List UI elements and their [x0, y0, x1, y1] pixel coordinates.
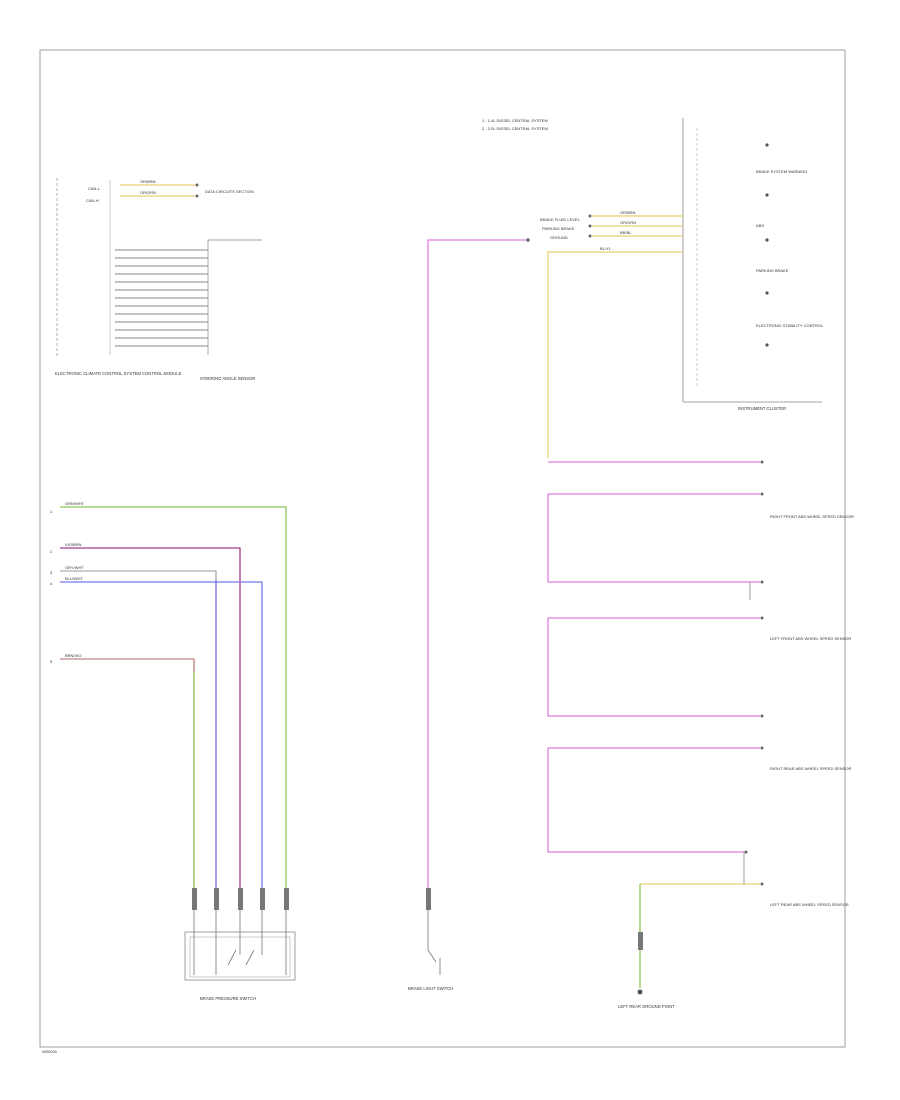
left-pin-2: 2: [50, 549, 53, 554]
steering-bus: [115, 249, 208, 347]
ecm-wire-1-label: OR/BRN: [140, 179, 156, 184]
cluster-item-3: PARKING BRAKE: [756, 268, 789, 273]
wheel-sensor-lr-label: LEFT REAR ABS WHEEL SPEED SENSOR: [770, 902, 849, 907]
cluster-wire-4: BL/YL: [600, 246, 612, 251]
cluster-item-1: BRAKE SYSTEM WARNING: [756, 169, 807, 174]
wheel-sensor-wiring: [547, 461, 760, 932]
ecm-wire-2-label: OR/GRN: [140, 190, 156, 195]
left-pin-4: 4: [50, 581, 53, 586]
brake-light-switch-label: BRAKE LIGHT SWITCH: [408, 986, 453, 991]
left-wire-label-2: VIO/BRN: [65, 542, 82, 547]
left-wire-label-5: BRN/VIO: [65, 653, 81, 658]
wheel-sensor-rf-label: RIGHT FRONT ABS WHEEL SPEED SENSOR: [770, 514, 854, 519]
cluster-input-3: GROUND: [550, 235, 568, 240]
upper-left-module: CAN-L CAN-H OR/BRN OR/GRN DATA CIRCUITS …: [55, 178, 262, 381]
cluster-item-2: ABS: [756, 223, 764, 228]
ecm-destination: DATA CIRCUITS SECTION: [205, 189, 254, 194]
ecm-pin-2: CAN-H: [86, 198, 99, 203]
wheel-sensor-labels: RIGHT FRONT ABS WHEEL SPEED SENSOR LEFT …: [743, 460, 854, 907]
left-wire-label-1: GRN/WHT: [65, 501, 85, 506]
wire-purple: [60, 547, 241, 888]
left-rear-ground-label: LEFT REAR GROUND POINT: [618, 1004, 675, 1009]
brake-pressure-switch-label: BRAKE PRESSURE SWITCH: [200, 996, 256, 1001]
left-wire-label-3: GRY/WHT: [65, 565, 84, 570]
left-rear-ground: LEFT REAR GROUND POINT: [618, 932, 675, 1009]
left-pin-5: 5: [50, 659, 53, 664]
cluster-wire-2: OR/GRN: [620, 220, 636, 225]
note-line-1: 1 - 1.4L DIESEL CENTRAL SYSTEM: [482, 118, 548, 123]
left-wire-label-4: BLU/WHT: [65, 576, 84, 581]
wire-gray: [60, 570, 217, 888]
left-wire-group: 1 2 3 4 5 GRN/WHT VIO/BRN GRY/WHT BLU/WH…: [50, 501, 287, 888]
left-connectors: [192, 888, 289, 910]
ecm-module-label: ELECTRONIC CLIMATE CONTROL SYSTEM CONTRO…: [55, 371, 182, 376]
cluster-wire-1: OR/BRN: [620, 210, 636, 215]
wheel-sensor-lf-label: LEFT FRONT ABS WHEEL SPEED SENSOR: [770, 636, 851, 641]
left-pin-3: 3: [50, 570, 53, 575]
brake-pressure-switch: BRAKE PRESSURE SWITCH: [184, 910, 296, 1001]
footer-code: W00000: [42, 1049, 58, 1054]
instrument-cluster: 1 - 1.4L DIESEL CENTRAL SYSTEM 2 - 2.0L …: [482, 118, 824, 458]
wire-brown: [60, 658, 195, 888]
cluster-label: INSTRUMENT CLUSTER: [738, 406, 786, 411]
wire-green: [60, 506, 287, 888]
cluster-input-1: BRAKE FLUID LEVEL: [540, 217, 581, 222]
cluster-item-4: ELECTRONIC STABILITY CONTROL: [756, 323, 824, 328]
wheel-sensor-rr-label: RIGHT REAR ABS WHEEL SPEED SENSOR: [770, 766, 851, 771]
note-line-2: 2 - 2.0L DIESEL CENTRAL SYSTEM: [482, 126, 548, 131]
wire-pink-center: [427, 239, 526, 888]
cluster-input-2: PARKING BRAKE: [542, 226, 575, 231]
diagram-frame: [39, 49, 846, 1048]
steering-sensor-label: STEERING ANGLE SENSOR: [200, 376, 255, 381]
left-pin-1: 1: [50, 509, 53, 514]
cluster-wire-3: BR/BL: [620, 230, 632, 235]
brake-light-switch: BRAKE LIGHT SWITCH: [408, 238, 530, 991]
ecm-pin-1: CAN-L: [88, 186, 101, 191]
wire-blue-1: [60, 581, 263, 888]
